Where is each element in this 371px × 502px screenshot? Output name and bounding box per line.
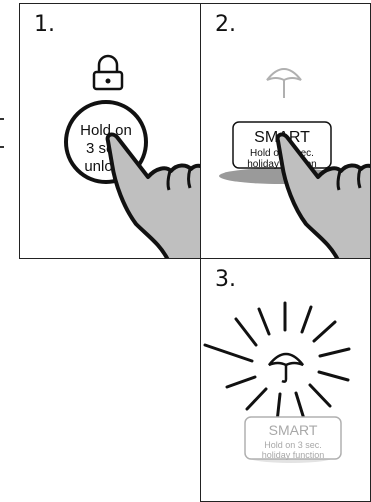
edge-mark xyxy=(0,118,4,120)
umbrella-icon xyxy=(269,354,303,382)
step-3-panel: 3. SMART Hold on 3 sec. holiday fun xyxy=(200,258,371,502)
step-1-illustration: Hold on 3 sec. unlock xyxy=(20,4,201,259)
edge-mark xyxy=(0,146,4,148)
step-2-illustration: SMART Hold on 3 sec. holiday function xyxy=(201,4,371,259)
padlock-keyhole xyxy=(106,79,111,84)
padlock-icon xyxy=(94,56,122,89)
smart-button-sublabel-1: Hold on 3 sec. xyxy=(264,440,322,450)
umbrella-icon xyxy=(267,69,301,98)
smart-button-sublabel-2: holiday function xyxy=(262,450,325,460)
step-3-illustration: SMART Hold on 3 sec. holiday function xyxy=(201,259,371,502)
pointing-hand-icon xyxy=(108,134,201,259)
step-2-panel: 2. SMART Hold on 3 sec. holiday function xyxy=(200,3,371,259)
step-1-panel: 1. Hold on 3 sec. unlock xyxy=(19,3,201,259)
smart-button-label: SMART xyxy=(269,422,318,438)
